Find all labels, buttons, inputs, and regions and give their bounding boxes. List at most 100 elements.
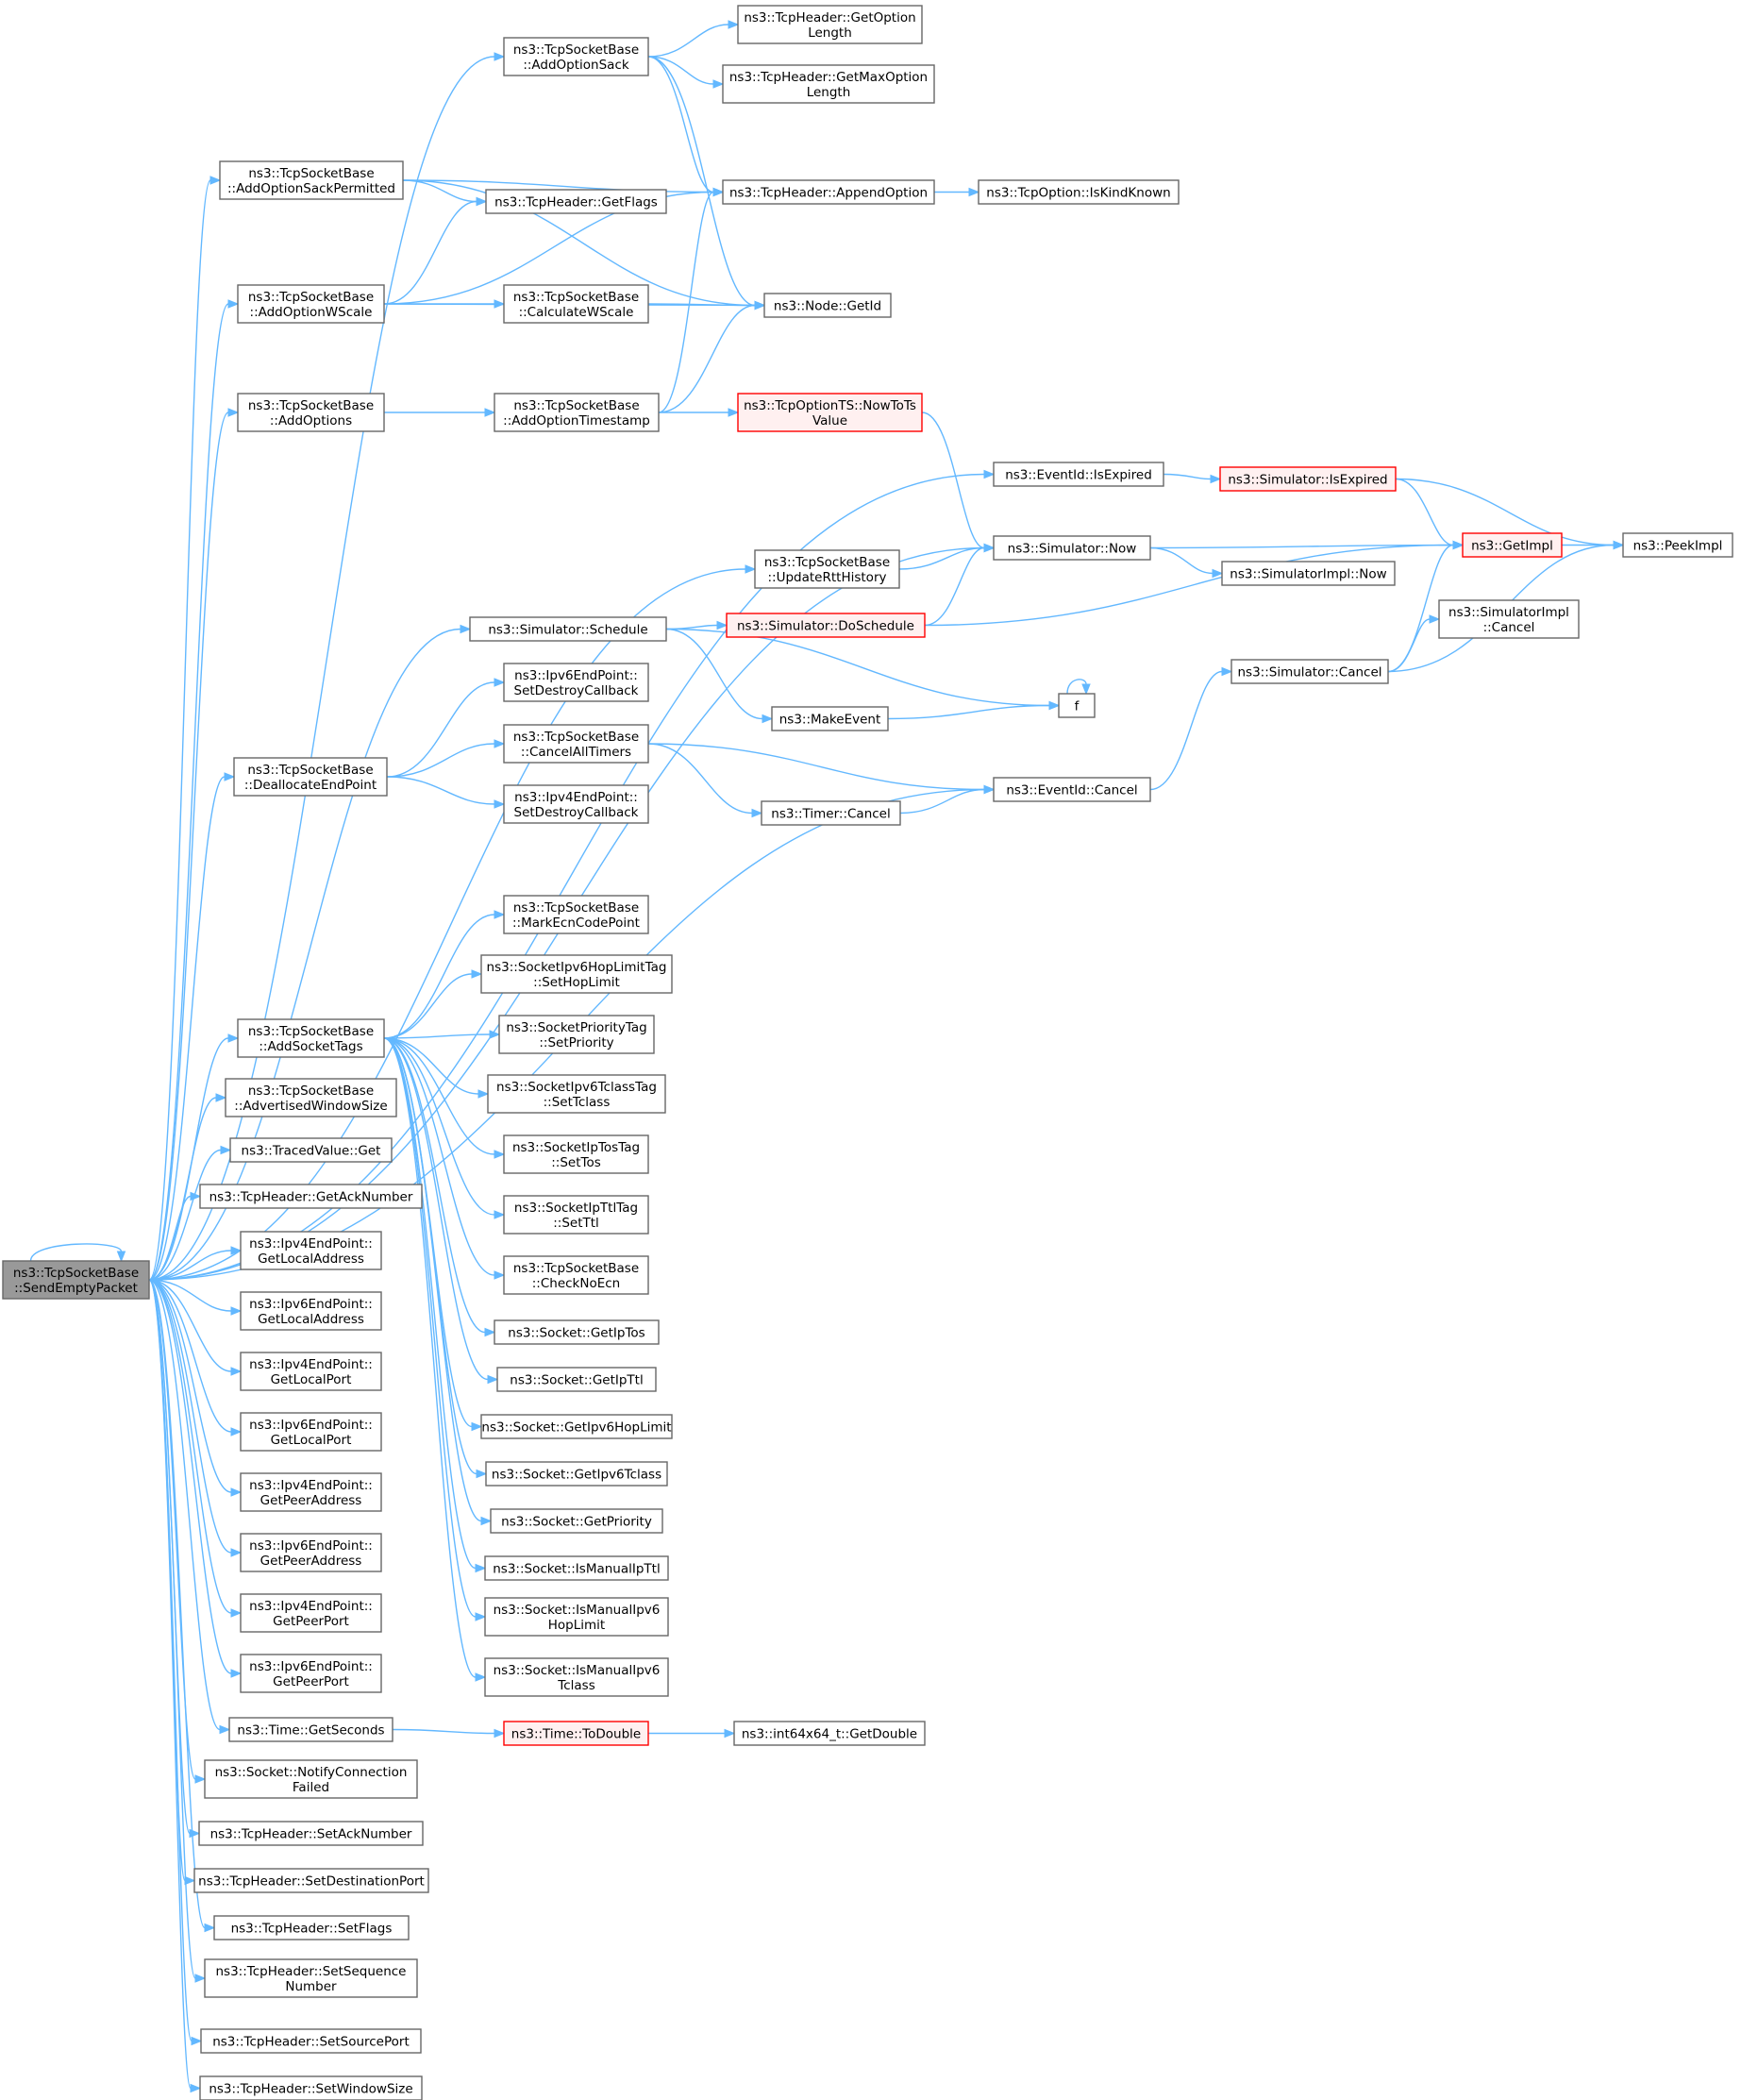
node-ipv4-get-peer-address[interactable]: ns3::Ipv4EndPoint::GetPeerAddress <box>240 1472 382 1512</box>
node-box <box>240 1231 382 1270</box>
edge-arrowhead <box>494 52 506 61</box>
edge-line <box>647 56 714 193</box>
node-ipv6-get-peer-address[interactable]: ns3::Ipv6EndPoint::GetPeerAddress <box>240 1533 382 1572</box>
node-make-event[interactable]: ns3::MakeEvent <box>771 706 889 731</box>
node-add-option-sack[interactable]: ns3::TcpSocketBase::AddOptionSack <box>503 37 649 76</box>
node-box <box>199 2075 423 2100</box>
edge-root-to-ipv4-get-peer-address <box>148 1279 243 1497</box>
node-cancel-all-timers[interactable]: ns3::TcpSocketBase::CancelAllTimers <box>503 724 649 764</box>
node-update-rtt-history[interactable]: ns3::TcpSocketBase::UpdateRttHistory <box>754 549 900 589</box>
node-get-ack-number[interactable]: ns3::TcpHeader::GetAckNumber <box>199 1184 423 1209</box>
edge-line <box>148 303 229 1281</box>
edge-root-to-event-is-expired <box>148 469 996 1281</box>
node-label: ns3::Simulator::IsExpired <box>1228 473 1387 488</box>
node-set-window-size[interactable]: ns3::TcpHeader::SetWindowSize <box>199 2075 423 2100</box>
node-box <box>1230 659 1389 684</box>
node-f[interactable]: f <box>1058 693 1096 718</box>
node-set-ack-number[interactable]: ns3::TcpHeader::SetAckNumber <box>198 1821 424 1846</box>
node-get-double[interactable]: ns3::int64x64_t::GetDouble <box>733 1721 926 1746</box>
node-get-impl[interactable]: ns3::GetImpl <box>1462 532 1563 558</box>
node-event-cancel[interactable]: ns3::EventId::Cancel <box>993 777 1151 802</box>
node-sim-impl-cancel[interactable]: ns3::SimulatorImpl::Cancel <box>1438 599 1580 639</box>
edge-root-to-set-window-size <box>148 1279 202 2093</box>
edge-root-to-add-option-sack-permitted <box>148 176 222 1281</box>
node-is-kind-known[interactable]: ns3::TcpOption::IsKindKnown <box>978 179 1180 205</box>
node-adv-window[interactable]: ns3::TcpSocketBase::AdvertisedWindowSize <box>225 1078 397 1117</box>
node-add-socket-tags[interactable]: ns3::TcpSocketBase::AddSocketTags <box>237 1018 385 1058</box>
node-ipv4-get-peer-port[interactable]: ns3::Ipv4EndPoint::GetPeerPort <box>240 1593 382 1633</box>
node-set-tos[interactable]: ns3::SocketIpTosTag::SetTos <box>503 1134 649 1174</box>
edge-root-to-traced-get <box>148 1145 232 1281</box>
node-add-option-wscale[interactable]: ns3::TcpSocketBase::AddOptionWScale <box>237 284 385 324</box>
node-label: ns3::Socket::IsManualIpv6 <box>494 1663 661 1678</box>
node-label: ns3::Ipv6EndPoint:: <box>249 1297 373 1312</box>
node-set-source-port[interactable]: ns3::TcpHeader::SetSourcePort <box>200 2028 422 2054</box>
node-label: ::SetTos <box>551 1155 601 1170</box>
edge-add-option-timestamp-to-node-get-id <box>658 300 766 413</box>
node-event-is-expired[interactable]: ns3::EventId::IsExpired <box>993 462 1164 487</box>
node-get-ip-ttl[interactable]: ns3::Socket::GetIpTtl <box>496 1367 657 1392</box>
node-time-to-double[interactable]: ns3::Time::ToDouble <box>503 1721 649 1746</box>
node-ipv6-get-local-port[interactable]: ns3::Ipv6EndPoint::GetLocalPort <box>240 1412 382 1452</box>
node-sim-now[interactable]: ns3::Simulator::Now <box>993 535 1151 561</box>
node-mark-ecn[interactable]: ns3::TcpSocketBase::MarkEcnCodePoint <box>503 895 649 934</box>
node-timer-cancel[interactable]: ns3::Timer::Cancel <box>761 800 901 826</box>
node-get-ipv6-hop-limit[interactable]: ns3::Socket::GetIpv6HopLimit <box>480 1414 673 1439</box>
edge-line <box>148 1279 232 1433</box>
node-sim-impl-now[interactable]: ns3::SimulatorImpl::Now <box>1221 561 1396 586</box>
node-ipv6-set-destroy[interactable]: ns3::Ipv6EndPoint::SetDestroyCallback <box>503 663 649 702</box>
node-get-ip-tos[interactable]: ns3::Socket::GetIpTos <box>494 1319 660 1345</box>
node-ipv4-set-destroy[interactable]: ns3::Ipv4EndPoint::SetDestroyCallback <box>503 784 649 824</box>
node-root[interactable]: ns3::TcpSocketBase::SendEmptyPacket <box>2 1260 150 1300</box>
edge-line <box>386 743 495 778</box>
node-add-options[interactable]: ns3::TcpSocketBase::AddOptions <box>237 393 385 432</box>
node-peek-impl[interactable]: ns3::PeekImpl <box>1622 532 1733 558</box>
node-calculate-wscale[interactable]: ns3::TcpSocketBase::CalculateWScale <box>503 284 649 324</box>
node-get-flags[interactable]: ns3::TcpHeader::GetFlags <box>485 189 667 214</box>
edge-line <box>1395 478 1454 546</box>
node-ipv4-get-local-address[interactable]: ns3::Ipv4EndPoint::GetLocalAddress <box>240 1231 382 1270</box>
node-deallocate-end-point[interactable]: ns3::TcpSocketBase::DeallocateEndPoint <box>233 757 388 797</box>
node-box <box>480 954 673 994</box>
node-sim-is-expired[interactable]: ns3::Simulator::IsExpired <box>1219 466 1397 492</box>
node-traced-get[interactable]: ns3::TracedValue::Get <box>229 1137 393 1163</box>
node-ipv4-get-local-port[interactable]: ns3::Ipv4EndPoint::GetLocalPort <box>240 1352 382 1391</box>
node-add-option-timestamp[interactable]: ns3::TcpSocketBase::AddOptionTimestamp <box>494 393 660 432</box>
node-label: ns3::Timer::Cancel <box>771 807 890 822</box>
edge-time-to-double-to-get-double <box>648 1728 736 1739</box>
node-time-get-seconds[interactable]: ns3::Time::GetSeconds <box>228 1717 393 1742</box>
node-set-priority[interactable]: ns3::SocketPriorityTag::SetPriority <box>498 1015 655 1054</box>
edge-arrowhead <box>494 678 506 687</box>
node-set-destination-port[interactable]: ns3::TcpHeader::SetDestinationPort <box>193 1868 429 1893</box>
node-set-hop-limit[interactable]: ns3::SocketIpv6HopLimitTag::SetHopLimit <box>480 954 673 994</box>
edge-arrowhead <box>116 1251 126 1263</box>
node-set-tclass[interactable]: ns3::SocketIpv6TclassTag::SetTclass <box>487 1074 666 1114</box>
node-label: ns3::SimulatorImpl <box>1448 605 1569 620</box>
node-set-ttl[interactable]: ns3::SocketIpTtlTag::SetTtl <box>503 1195 649 1235</box>
node-node-get-id[interactable]: ns3::Node::GetId <box>763 293 892 318</box>
node-ipv6-get-peer-port[interactable]: ns3::Ipv6EndPoint::GetPeerPort <box>240 1654 382 1693</box>
node-label: ns3::Socket::NotifyConnection <box>215 1765 408 1780</box>
node-add-option-sack-permitted[interactable]: ns3::TcpSocketBase::AddOptionSackPermitt… <box>219 160 404 200</box>
node-sim-cancel[interactable]: ns3::Simulator::Cancel <box>1230 659 1389 684</box>
node-get-priority[interactable]: ns3::Socket::GetPriority <box>490 1508 663 1534</box>
edge-add-option-timestamp-to-now-to-ts-value <box>659 408 740 417</box>
node-check-no-ecn[interactable]: ns3::TcpSocketBase::CheckNoEcn <box>503 1255 649 1295</box>
edge-arrowhead <box>745 564 757 574</box>
edge-line <box>383 1037 473 1428</box>
node-append-option[interactable]: ns3::TcpHeader::AppendOption <box>722 179 935 205</box>
node-ipv6-get-local-address[interactable]: ns3::Ipv6EndPoint::GetLocalAddress <box>240 1291 382 1331</box>
node-do-schedule[interactable]: ns3::Simulator::DoSchedule <box>726 613 926 638</box>
node-sim-schedule[interactable]: ns3::Simulator::Schedule <box>469 616 667 642</box>
node-set-flags[interactable]: ns3::TcpHeader::SetFlags <box>213 1915 410 1940</box>
node-get-ipv6-tclass[interactable]: ns3::Socket::GetIpv6Tclass <box>485 1461 668 1487</box>
node-is-manual-ip-ttl[interactable]: ns3::Socket::IsManualIpTtl <box>484 1555 669 1581</box>
edge-line <box>148 1279 232 1614</box>
